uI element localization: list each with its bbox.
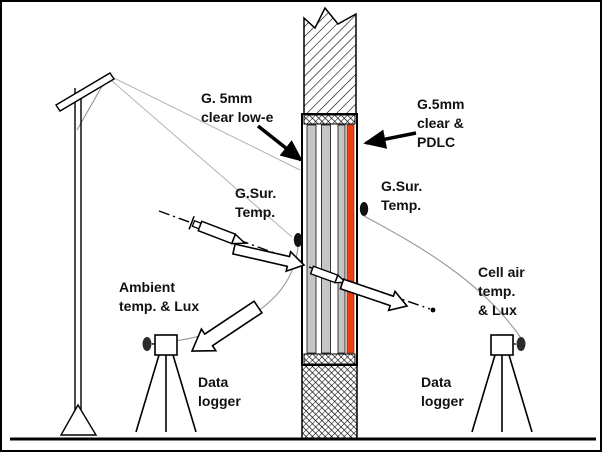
label-right-glass-line2: clear &	[417, 115, 464, 131]
label-ambient: Ambient temp. & Lux	[119, 278, 199, 316]
incident-radiation-arrow	[231, 243, 306, 273]
right-surface-temp-sensor	[359, 202, 369, 216]
label-left-surface-temp-line2: Temp.	[235, 204, 276, 220]
label-ambient-line2: temp. & Lux	[119, 298, 200, 314]
label-data-logger-right: Data logger	[421, 373, 464, 411]
glass-pane-middle	[321, 124, 331, 354]
label-data-logger-right-line2: logger	[421, 393, 464, 409]
stand-guide-line-upper	[111, 76, 301, 171]
label-ambient-line1: Ambient	[119, 279, 175, 295]
window-assembly	[301, 6, 358, 440]
label-right-surface-temp-line2: Temp.	[381, 197, 422, 213]
label-data-logger-left: Data logger	[198, 373, 241, 411]
window-bottom-frame-block	[301, 364, 358, 440]
label-data-logger-left-line2: logger	[198, 393, 241, 409]
label-right-glass: G.5mm clear & PDLC	[417, 95, 464, 152]
radiation-probe	[188, 215, 247, 245]
left-glass-callout-arrow	[256, 124, 304, 162]
stand-base	[59, 403, 98, 436]
sensor-stand	[55, 72, 301, 436]
data-logger-tripod-left	[135, 334, 197, 433]
spacer-bottom	[303, 353, 356, 365]
right-glass-callout-arrow	[363, 129, 417, 149]
glass-pane-clear	[337, 124, 346, 354]
left-surface-temp-sensor	[293, 233, 303, 247]
pdlc-film	[346, 124, 355, 354]
label-right-surface-temp: G.Sur. Temp.	[381, 177, 422, 215]
transmitted-radiation-arrow	[339, 278, 409, 312]
data-logger-tripod-right	[471, 334, 533, 433]
glass-pane-low-e	[306, 124, 317, 354]
label-cell-air-line3: & Lux	[478, 302, 517, 318]
window-top-frame-block	[303, 6, 357, 115]
label-left-glass: G. 5mm clear low-e	[201, 89, 273, 127]
reflected-radiation-arrow	[190, 300, 264, 352]
label-left-surface-temp: G.Sur. Temp.	[235, 184, 276, 222]
right-sensor-wire	[363, 215, 522, 339]
label-cell-air: Cell air temp. & Lux	[478, 263, 525, 320]
label-left-glass-line1: G. 5mm	[201, 90, 253, 106]
label-cell-air-line1: Cell air	[478, 264, 525, 280]
label-right-glass-line3: PDLC	[417, 134, 456, 150]
label-right-surface-temp-line1: G.Sur.	[381, 178, 423, 194]
label-left-glass-line2: clear low-e	[201, 109, 274, 125]
label-cell-air-line2: temp.	[478, 283, 516, 299]
label-right-glass-line1: G.5mm	[417, 96, 465, 112]
label-data-logger-right-line1: Data	[421, 374, 452, 390]
transmitted-axis-end-dot	[430, 307, 436, 313]
label-left-surface-temp-line1: G.Sur.	[235, 185, 277, 201]
label-data-logger-left-line1: Data	[198, 374, 229, 390]
stand-crossbar	[55, 72, 115, 112]
spacer-top	[303, 114, 356, 125]
stand-guide-line-lower	[111, 80, 293, 238]
